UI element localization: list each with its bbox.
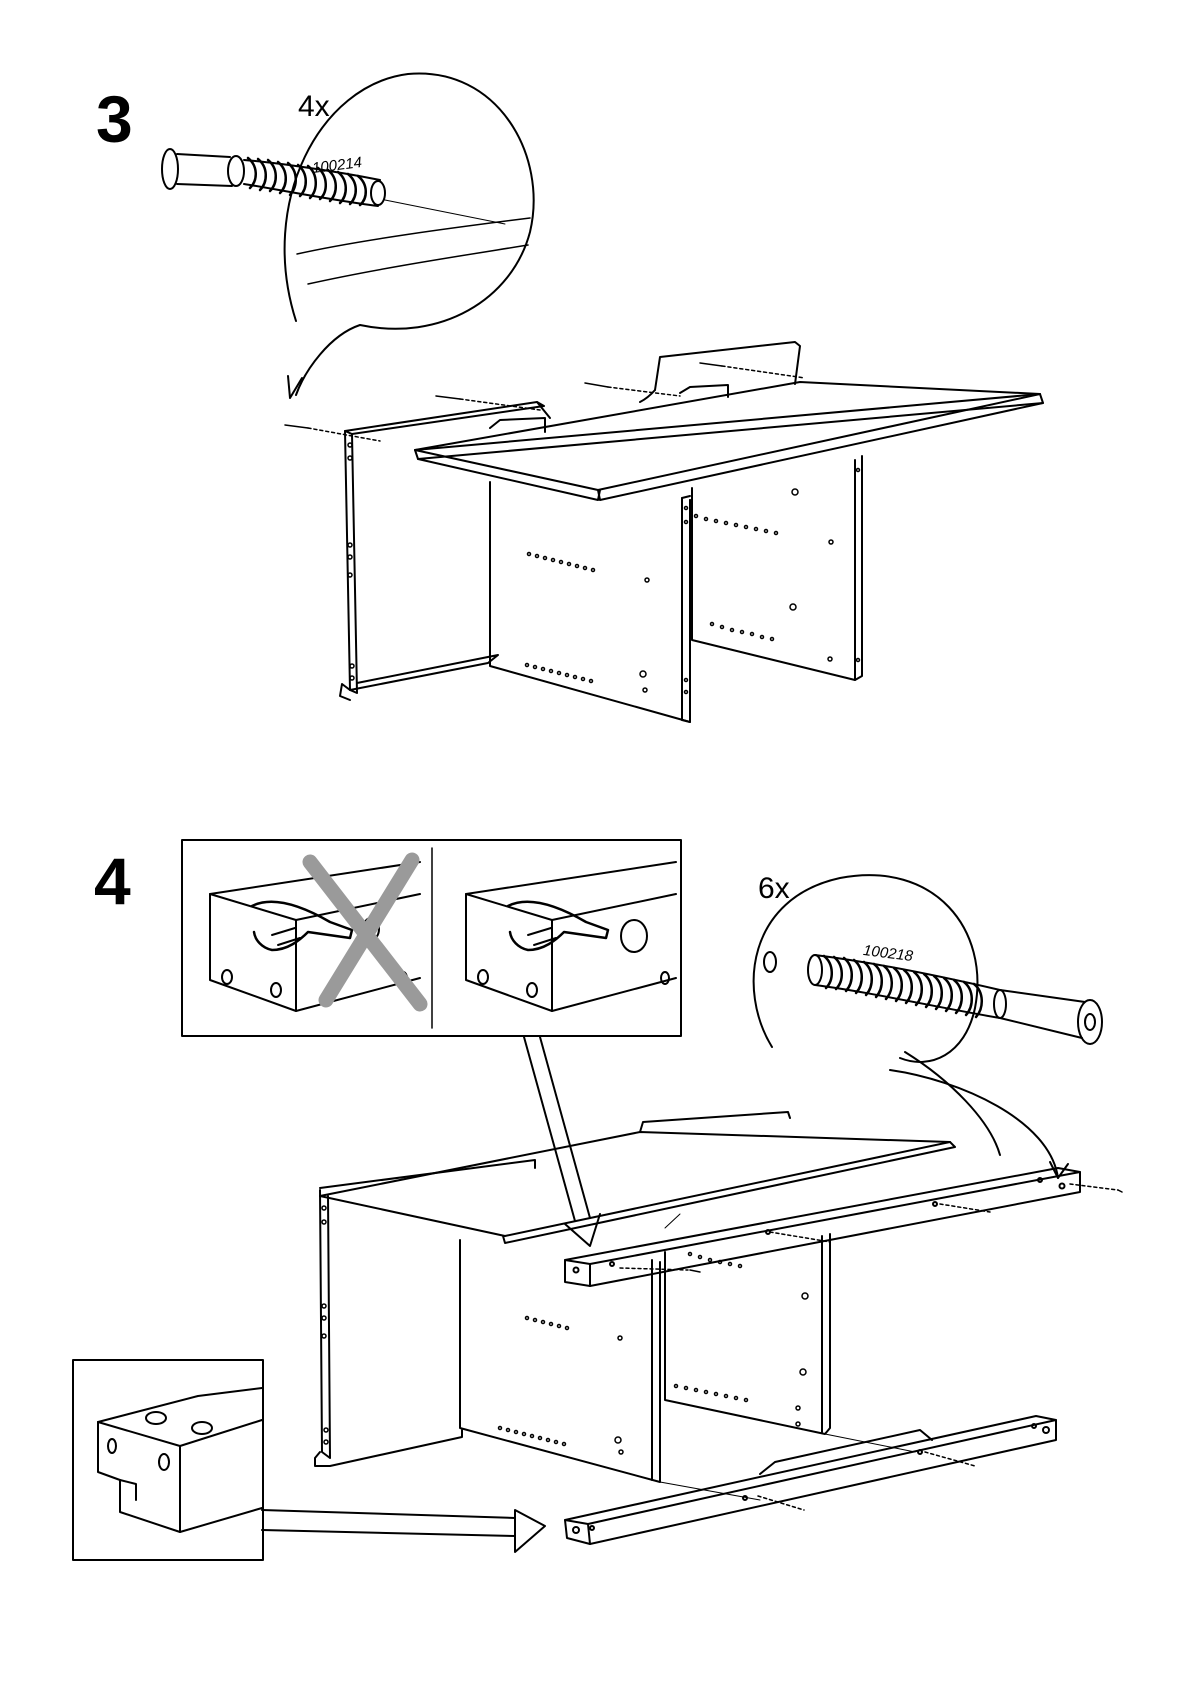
step4-screw-icon (808, 955, 1102, 1044)
step4-magnify-callout (754, 875, 1068, 1178)
step4-lower-rail (565, 1416, 1056, 1544)
step3-desk-assembly (285, 342, 1043, 722)
step4-quantity: 6x (758, 874, 790, 904)
step4-detail-box (182, 840, 681, 1036)
step3-quantity: 4x (298, 92, 330, 122)
step-number-3: 3 (96, 86, 133, 152)
step-number-4: 4 (94, 848, 131, 914)
step4-rail-detail-box (73, 1360, 263, 1560)
hand-pointer-icon (508, 902, 608, 950)
step4-wrong-orientation (210, 860, 420, 1011)
step4-rail-arrow (262, 1510, 545, 1552)
step4-correct-orientation (466, 862, 676, 1011)
step4-desk-assembly (315, 1112, 1122, 1544)
